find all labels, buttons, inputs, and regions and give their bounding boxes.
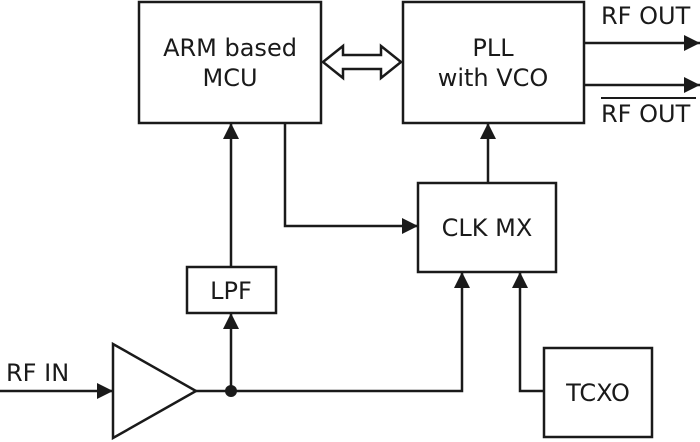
clk-mx-label: CLK MX <box>442 214 533 242</box>
rf-out-label: RF OUT <box>601 2 691 30</box>
clk-mx-block: CLK MX <box>416 181 558 274</box>
mcu-block: ARM based MCU <box>137 0 323 125</box>
mcu-label-line1: ARM based <box>163 34 297 62</box>
pll-label-line1: PLL <box>472 34 514 62</box>
lpf-block: LPF <box>185 265 278 315</box>
pll-block: PLL with VCO <box>401 0 586 125</box>
amp-to-clkmx-line <box>196 272 470 393</box>
lpf-label: LPF <box>210 277 252 305</box>
bus-double-arrow <box>320 43 404 81</box>
rf-out-inverted-label: RF OUT <box>601 100 691 128</box>
mcu-to-clkmx-line <box>283 123 418 234</box>
pll-label-line2: with VCO <box>438 64 549 92</box>
tcxo-to-clkmx-line <box>512 272 544 393</box>
tcxo-label: TCXO <box>565 379 630 407</box>
amplifier-symbol <box>111 341 199 441</box>
tcxo-block: TCXO <box>542 346 654 439</box>
mcu-label-line2: MCU <box>202 64 257 92</box>
rf-in-label: RF IN <box>6 359 69 387</box>
